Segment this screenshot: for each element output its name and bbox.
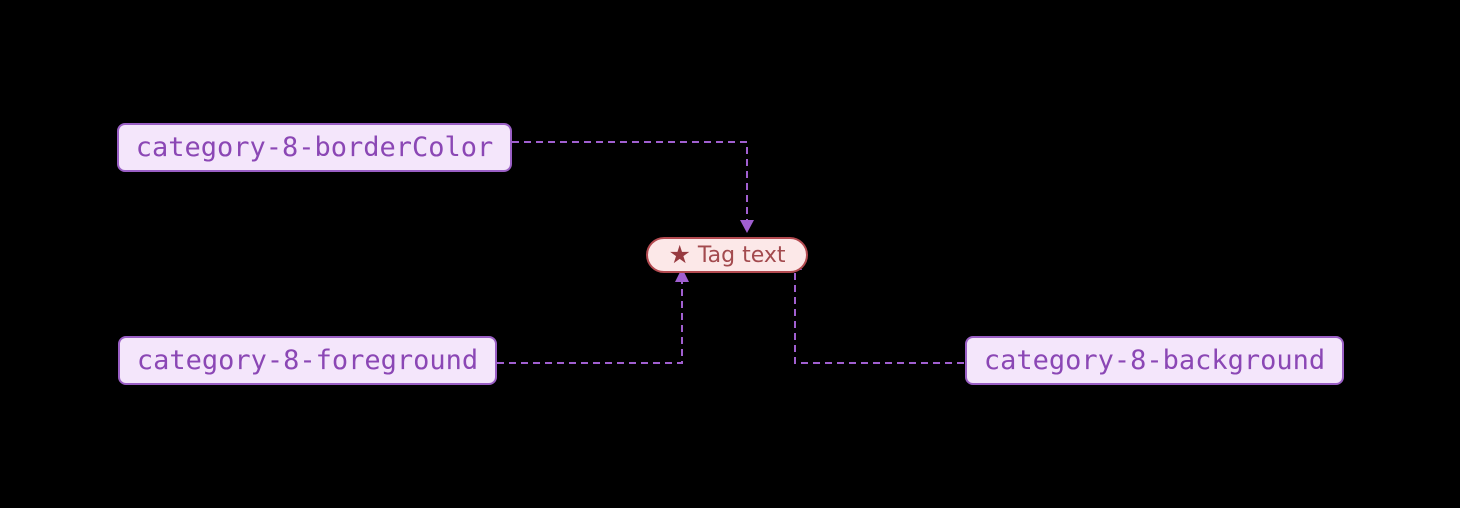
tag-label: Tag text (697, 242, 786, 268)
tag-sample: ★ Tag text (646, 237, 808, 273)
node-label: category-8-background (983, 345, 1326, 376)
star-icon: ★ (668, 239, 691, 269)
node-category-8-foreground: category-8-foreground (118, 336, 497, 385)
node-label: category-8-foreground (136, 345, 479, 376)
arrowhead-down-icon (740, 220, 754, 233)
edge-background-to-tag (788, 256, 964, 364)
edge-bordercolor-to-tag (512, 141, 754, 233)
edge-foreground-to-tag (497, 268, 689, 364)
node-label: category-8-borderColor (135, 132, 494, 163)
node-category-8-background: category-8-background (965, 336, 1344, 385)
node-category-8-bordercolor: category-8-borderColor (117, 123, 512, 172)
